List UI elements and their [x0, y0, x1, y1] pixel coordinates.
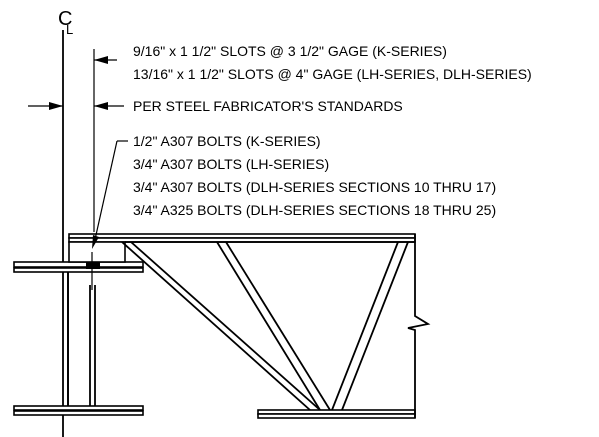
detail-notes: 9/16" x 1 1/2" SLOTS @ 3 1/2" GAGE (K-SE…: [133, 43, 532, 218]
centerline-symbol-c: C: [58, 8, 72, 30]
note-slots-k-series: 9/16" x 1 1/2" SLOTS @ 3 1/2" GAGE (K-SE…: [133, 43, 447, 59]
web-diagonal-end-b: [130, 241, 321, 411]
fabricator-arrowhead-left: [49, 102, 63, 110]
web-diagonal-3-a: [331, 241, 399, 411]
steel-column: [13, 30, 144, 437]
bottom-chord-lower: [257, 413, 416, 419]
bolt: [86, 252, 100, 290]
note-slots-lh-series: 13/16" x 1 1/2" SLOTS @ 4" GAGE (LH-SERI…: [133, 66, 532, 82]
bolt-nut: [86, 262, 100, 269]
web-diagonal-end-a: [121, 241, 311, 411]
note-bolts-k-series: 1/2" A307 BOLTS (K-SERIES): [133, 133, 321, 149]
web-diagonal-2-a: [216, 241, 321, 411]
column-cap-plate-bottom: [13, 267, 144, 273]
web-diagonal-3-b: [341, 241, 409, 411]
column-bottom-flange: [13, 410, 144, 416]
web-diagonal-2-b: [225, 241, 331, 411]
note-bolts-dlh-18-25: 3/4" A325 BOLTS (DLH-SERIES SECTIONS 18 …: [133, 202, 496, 218]
note-bolts-dlh-10-17: 3/4" A307 BOLTS (DLH-SERIES SECTIONS 10 …: [133, 179, 496, 195]
leaders: [28, 49, 128, 249]
fabricator-arrowhead-right: [94, 102, 108, 110]
centerline-symbol: C L: [58, 8, 73, 37]
note-fabricator-standards: PER STEEL FABRICATOR'S STANDARDS: [133, 98, 403, 114]
joist-web-members: [121, 241, 409, 411]
note-bolts-lh-series: 3/4" A307 BOLTS (LH-SERIES): [133, 156, 329, 172]
break-line: [407, 234, 431, 418]
slot-leader-arrowhead: [94, 56, 108, 64]
joist-bottom-chord: [257, 409, 416, 419]
joist-top-chord: [68, 233, 416, 263]
centerline-symbol-l: L: [66, 22, 73, 37]
bolt-leader-diagonal: [93, 140, 118, 245]
bearing-seat: [68, 241, 126, 263]
bolt-leader-arrowhead: [92, 235, 99, 249]
column-bottom-flange-top: [13, 405, 144, 411]
